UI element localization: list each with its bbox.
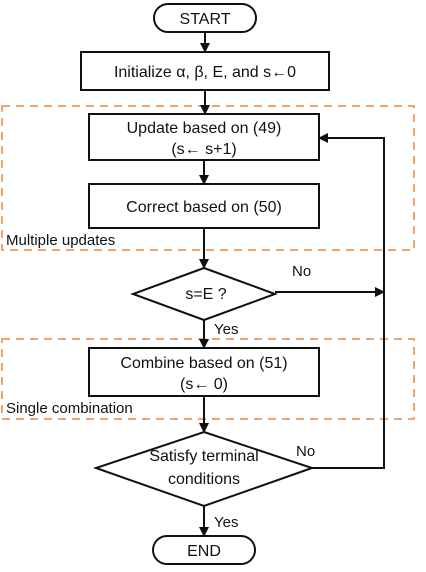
start-label: START — [180, 11, 231, 28]
initialize-label: Initialize α, β, E, and s←0 — [114, 64, 296, 81]
correct-label: Correct based on (50) — [126, 199, 282, 216]
end-label: END — [187, 543, 221, 560]
group-single-combination — [1, 338, 415, 420]
group-multiple-updates-label: Multiple updates — [6, 232, 115, 249]
edge-label-s-equals-e-yes: Yes — [214, 321, 238, 338]
group-single-combination-label: Single combination — [6, 400, 133, 417]
combine-label-line2: (s← 0) — [180, 376, 228, 393]
update-label-line2: (s← s+1) — [171, 141, 236, 158]
update-label-line1: Update based on (49) — [127, 120, 282, 137]
decision-terminal-conditions — [92, 430, 316, 508]
group-multiple-updates — [1, 105, 415, 251]
edge-label-s-equals-e-no: No — [292, 263, 311, 280]
edge-label-terminal-yes: Yes — [214, 514, 238, 531]
decision-terminal-label-line2: conditions — [168, 471, 240, 488]
edge-label-terminal-no: No — [296, 443, 315, 460]
edge-terminal-no-feedback — [312, 133, 385, 469]
decision-s-equals-e-label: s=E ? — [185, 286, 226, 303]
decision-terminal-label-line1: Satisfy terminal — [149, 448, 258, 465]
combine-label-line1: Combine based on (51) — [120, 355, 287, 372]
